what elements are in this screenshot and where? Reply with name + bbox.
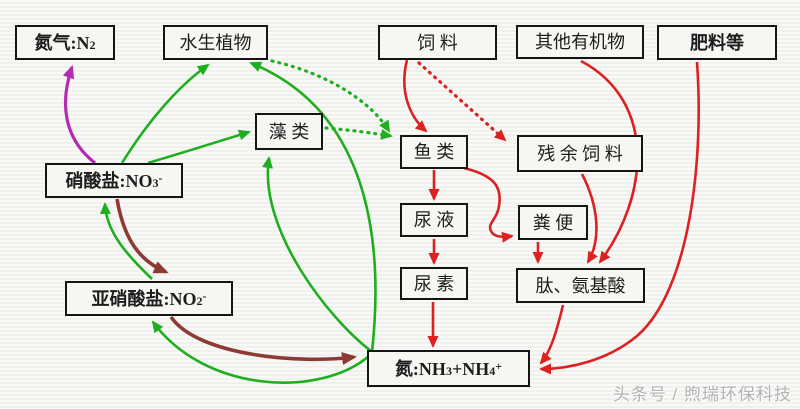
arrow-residual-feed-to-peptides — [580, 173, 598, 264]
node-label: 粪 便 — [532, 212, 574, 233]
arrow-peptides-to-ammonia — [539, 304, 565, 365]
node-label: 肽、氨基酸 — [535, 275, 626, 296]
node-label: 硝酸盐:NO — [65, 170, 153, 191]
arrow-aquatic-plants-to-fish-dotted — [270, 59, 391, 133]
node-feed: 饲 料 — [378, 25, 497, 60]
node-label: 氮气:N — [34, 32, 90, 53]
arrow-ammonia-to-algae — [262, 156, 372, 353]
arrow-fertilizer-to-ammonia — [539, 61, 700, 375]
node-residual-feed: 残 余 饲 料 — [517, 135, 643, 172]
node-label: 尿 液 — [413, 210, 455, 230]
arrow-feed-to-fish — [403, 59, 428, 133]
node-algae: 藻 类 — [255, 113, 323, 150]
arrow-fish-to-feces — [463, 166, 514, 243]
node-feces: 粪 便 — [518, 205, 588, 240]
node-label: 饲 料 — [417, 32, 458, 53]
watermark: 头条号 / 煦瑞环保科技 — [612, 385, 792, 404]
node-fertilizer: 肥料等 — [657, 25, 777, 60]
arrow-nitrate-to-aquatic-plants — [120, 63, 210, 164]
node-other-organics: 其他有机物 — [516, 25, 644, 59]
node-label: 其他有机物 — [535, 32, 625, 52]
node-label: 残 余 饲 料 — [537, 143, 623, 164]
arrow-nitrite-to-nitrate — [99, 202, 153, 280]
node-label: 亚硝酸盐:NO — [91, 288, 197, 309]
arrow-nitrite-to-ammonia — [169, 315, 357, 365]
node-urea: 尿 素 — [400, 267, 468, 300]
arrow-nitrate-to-n2 — [62, 65, 96, 165]
node-label: 肥料等 — [690, 32, 744, 53]
node-label: 鱼 类 — [413, 142, 455, 162]
arrow-ammonia-to-nitrite — [151, 320, 370, 384]
arrow-nitrate-to-algae — [147, 129, 251, 165]
node-label: 水生植物 — [179, 32, 252, 53]
arrow-feed-to-residual-feed-dotted — [417, 61, 507, 142]
node-label: 氮:NH — [394, 358, 446, 379]
arrow-ammonia-to-aquatic-plants — [249, 61, 377, 353]
node-urine: 尿 液 — [400, 203, 468, 237]
arrow-nitrate-to-nitrite — [115, 198, 169, 274]
node-fish: 鱼 类 — [400, 135, 468, 169]
node-label: 藻 类 — [268, 121, 310, 142]
arrow-algae-to-fish-dotted — [324, 126, 393, 140]
node-label: 尿 素 — [413, 273, 455, 294]
node-peptides-amino-acids: 肽、氨基酸 — [516, 268, 645, 303]
node-aquatic-plants: 水生植物 — [163, 25, 268, 60]
